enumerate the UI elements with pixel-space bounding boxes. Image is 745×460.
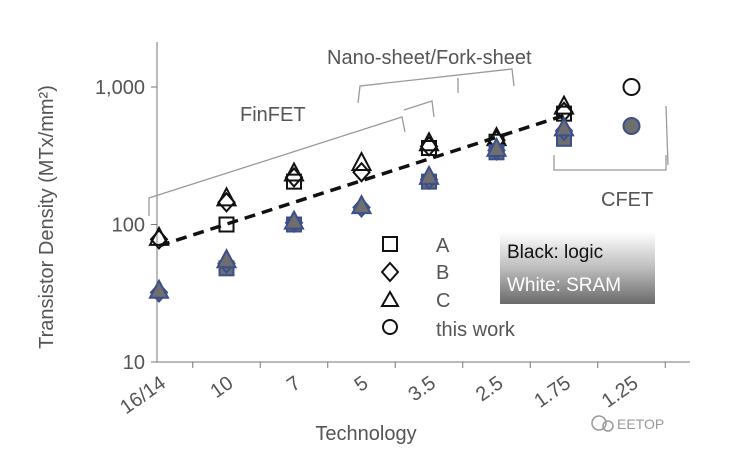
x-tick-label-0: 16/14 [116,372,170,419]
point-triangle-logic-31 [485,136,508,157]
y-tick-label-2: 1,000 [95,77,145,99]
point-square-sram-4 [218,216,235,233]
point-triangle-sram-1 [148,225,170,246]
point-triangle-logic-3 [148,278,170,299]
watermark-logo-icon [591,415,607,431]
legend-label-a: A [436,235,450,257]
watermark: EETOP [591,415,664,432]
finfet-bracket [148,100,435,216]
y-axis-title: Transistor Density (MTx/mm²) [36,85,58,349]
point-triangle-logic-9 [215,248,238,269]
note-line-sram: White: SRAM [507,275,621,296]
point-square-sram-10 [286,173,302,190]
note-line-logic: Black: logic [507,242,603,263]
x-tick-label-4: 3.5 [404,372,439,406]
y-tick-label-1: 100 [112,215,145,237]
nanosheet-bracket [357,68,515,104]
point-triangle-logic-37 [553,116,575,137]
point-triangle-sram-34 [553,94,575,115]
point-triangle-logic-19 [350,194,373,215]
y-tick-label-0: 10 [123,352,145,374]
legend-circle-icon [382,319,398,335]
legend-label-this-work: this work [436,319,516,341]
x-axis-title: Technology [315,423,416,445]
legend: A B C this work [380,235,516,341]
y-tick-marks [151,86,157,363]
watermark-text: EETOP [617,416,664,432]
cfet-bracket [553,155,667,171]
point-triangle-sram-22 [418,131,440,152]
x-tick-label-6: 1.75 [530,372,575,412]
x-tick-label-3: 5 [351,372,373,396]
note-box [500,232,655,304]
point-triangle-sram-12 [283,161,305,182]
watermark-logo-icon-2 [602,420,614,432]
cfet-bracket-right [665,105,669,166]
point-triangle-logic-15 [283,209,305,230]
point-circle-sram-38 [622,78,641,96]
point-diamond-sram-11 [284,166,304,188]
x-tick-label-7: 1.25 [598,372,643,412]
legend-label-b: B [436,262,449,284]
x-tick-label-1: 10 [207,372,238,403]
y-tick-labels: 10 100 1,000 [95,77,145,374]
x-tick-label-5: 2.5 [472,372,507,406]
nanosheet-label: Nano-sheet/Fork-sheet [327,47,532,69]
x-tick-marks [192,362,666,368]
cfet-label: CFET [601,189,653,211]
legend-square-icon [382,236,398,252]
finfet-label: FinFET [240,104,306,126]
x-tick-labels: 16/14 10 7 5 3.5 2.5 1.75 1.25 [116,372,642,419]
x-tick-label-2: 7 [283,372,305,396]
point-triangle-logic-25 [418,164,440,185]
legend-triangle-icon [380,289,400,307]
data-points [148,78,641,304]
point-triangle-sram-17 [350,150,373,172]
point-diamond-sram-5 [217,191,236,213]
point-circle-logic-39 [622,117,641,136]
point-triangle-sram-6 [215,186,238,207]
legend-label-c: C [436,290,450,312]
legend-diamond-icon [380,261,400,283]
